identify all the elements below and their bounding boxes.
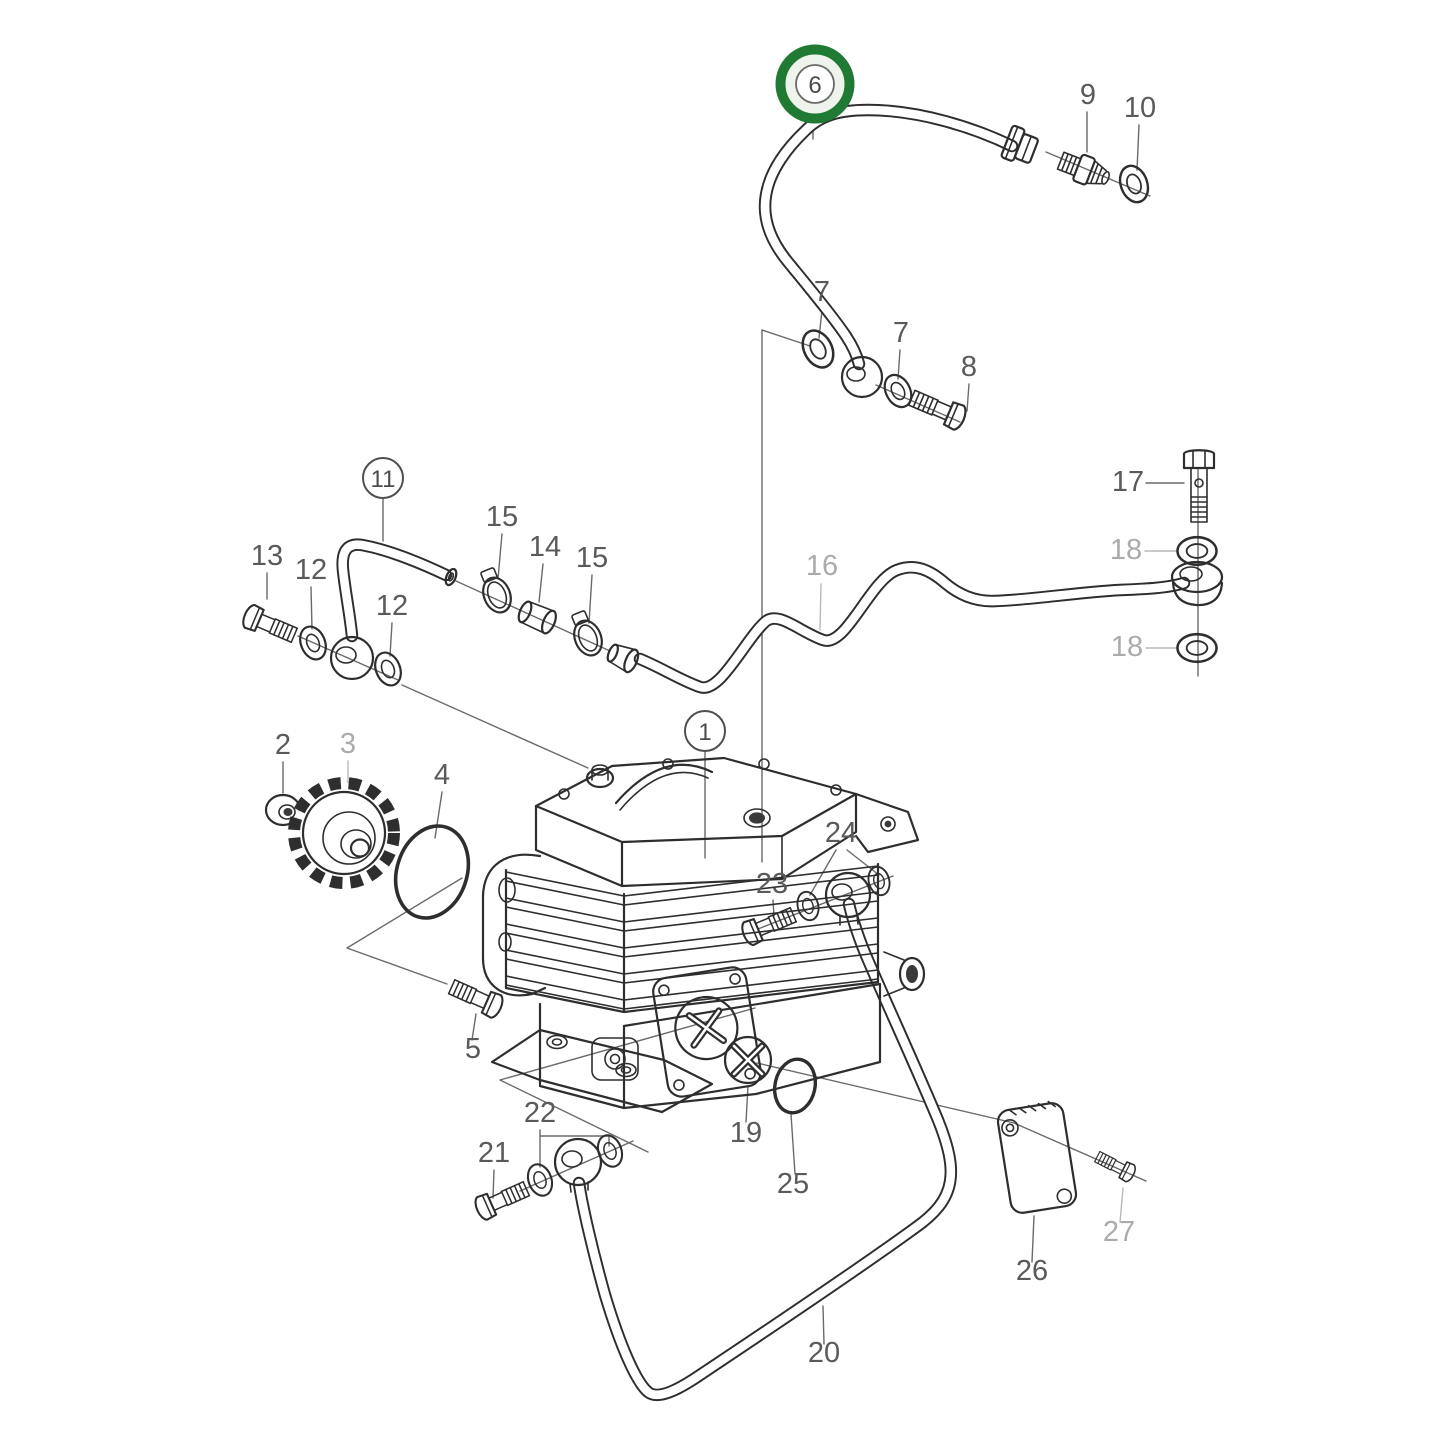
part-label-20[interactable]: 20	[808, 1337, 840, 1369]
part-label-15a[interactable]: 15	[486, 501, 518, 533]
construction-lines	[297, 151, 1199, 1192]
part-label-10[interactable]: 10	[1124, 92, 1156, 124]
part-label-22[interactable]: 22	[524, 1097, 556, 1129]
pipe-20[interactable]	[572, 897, 958, 1402]
part-label-11[interactable]: 11	[371, 466, 396, 493]
fitting-9[interactable]	[1056, 148, 1114, 192]
part-label-7b[interactable]: 7	[893, 317, 909, 349]
part-label-12a[interactable]: 12	[295, 554, 327, 586]
part-label-2[interactable]: 2	[275, 729, 291, 761]
part-label-24[interactable]: 24	[825, 817, 857, 849]
banjo-20-upper	[824, 871, 872, 926]
cooling-fins	[504, 862, 880, 1014]
bushing-14[interactable]	[516, 599, 559, 635]
pipe-11[interactable]	[336, 538, 453, 643]
part-label-5[interactable]: 5	[465, 1033, 481, 1065]
highlight-marker-6[interactable]: 6	[775, 44, 855, 124]
part-label-12b[interactable]: 12	[376, 590, 408, 622]
washer-12b[interactable]	[369, 647, 407, 691]
o-ring-4[interactable]	[384, 816, 480, 927]
part-label-17[interactable]: 17	[1112, 466, 1144, 498]
banjo-20-lower	[553, 1137, 603, 1193]
part-label-16[interactable]: 16	[806, 550, 838, 582]
gear-3[interactable]	[288, 777, 400, 889]
part-label-19[interactable]: 19	[730, 1117, 762, 1149]
banjo-bolt-8[interactable]	[905, 384, 970, 433]
part-label-23[interactable]: 23	[756, 868, 788, 900]
part-label-18a[interactable]: 18	[1110, 534, 1142, 566]
part-label-15b[interactable]: 15	[576, 542, 608, 574]
bolt-27[interactable]	[1092, 1147, 1139, 1185]
clamp-15a[interactable]	[473, 563, 517, 618]
union-nut	[1000, 124, 1039, 164]
marker-1[interactable]: 1	[684, 710, 726, 752]
front-cover-plate	[652, 966, 762, 1098]
part-label-13[interactable]: 13	[251, 540, 283, 572]
part-label-26[interactable]: 26	[1016, 1255, 1048, 1287]
washer-18b[interactable]	[1176, 632, 1218, 664]
part-label-6[interactable]: 6	[808, 72, 821, 99]
pipe-16[interactable]	[633, 561, 1191, 694]
washer-18a[interactable]	[1176, 535, 1218, 567]
plug-disc-19[interactable]	[723, 1035, 773, 1085]
bolt-21[interactable]	[471, 1176, 533, 1223]
washer-24a[interactable]	[793, 888, 823, 924]
part-label-18b[interactable]: 18	[1111, 631, 1143, 663]
part-label-3[interactable]: 3	[340, 728, 356, 760]
bolt-5[interactable]	[445, 974, 507, 1021]
marker-11[interactable]: 11	[362, 457, 404, 499]
pipe-6[interactable]	[758, 103, 1019, 371]
compressor-body[interactable]	[481, 756, 926, 1114]
banjo-bolt-17[interactable]	[1182, 449, 1216, 523]
washer-7a[interactable]	[795, 323, 841, 375]
washer-10[interactable]	[1113, 160, 1155, 208]
part-label-8[interactable]: 8	[961, 351, 977, 383]
part-label-7a[interactable]: 7	[814, 276, 830, 308]
o-ring-25[interactable]	[770, 1055, 820, 1116]
bolt-13[interactable]	[239, 601, 301, 648]
part-label-27[interactable]: 27	[1103, 1216, 1135, 1248]
banjo-6	[840, 355, 884, 399]
banjo-11	[329, 635, 375, 681]
banjo-16	[1170, 560, 1224, 607]
part-label-25[interactable]: 25	[777, 1168, 809, 1200]
pipe-11-tip	[444, 567, 458, 587]
part-labels: 9 10 7 7 8 13 12 12 15 14 15 16 17 18 18…	[251, 79, 1156, 1369]
cover-plate-26[interactable]	[996, 1100, 1078, 1215]
part-label-21[interactable]: 21	[478, 1137, 510, 1169]
part-label-1[interactable]: 1	[698, 719, 711, 746]
part-label-4[interactable]: 4	[434, 759, 450, 791]
part-label-9[interactable]: 9	[1080, 79, 1096, 111]
part-label-14[interactable]: 14	[529, 531, 561, 563]
pipe-16-end-fitting	[606, 643, 640, 674]
filler-valve	[585, 764, 615, 789]
